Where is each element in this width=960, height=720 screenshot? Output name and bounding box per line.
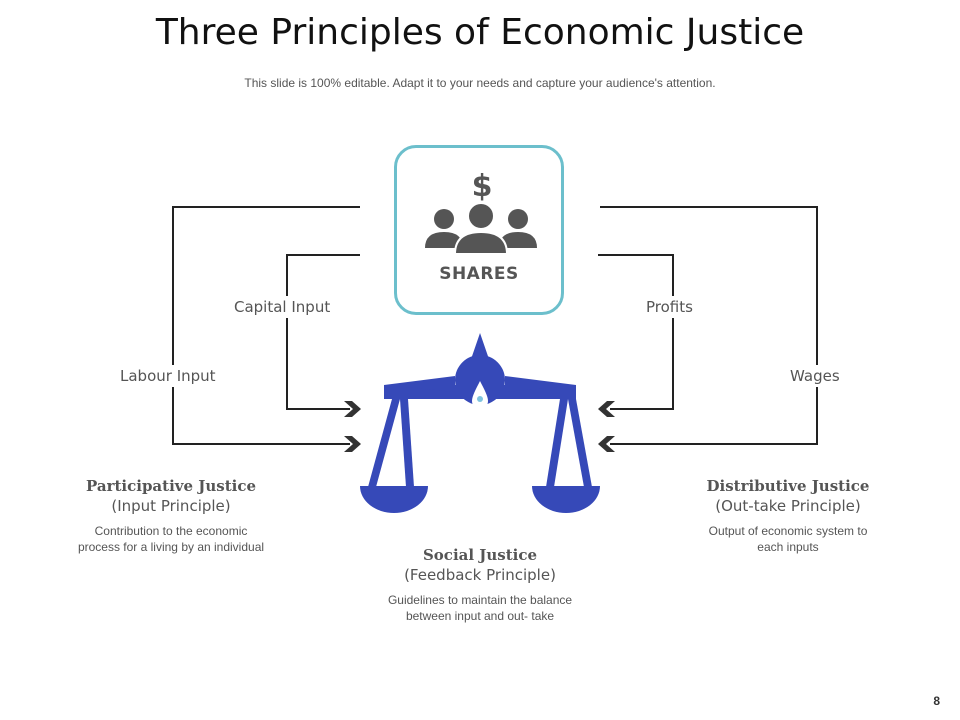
profits-label: Profits	[640, 296, 699, 318]
connector-wages	[600, 206, 818, 445]
social-justice-subtitle: (Feedback Principle)	[404, 566, 556, 584]
drop-dot	[477, 396, 483, 402]
connector-labour-input	[172, 206, 360, 445]
participative-justice-description: Contribution to the economic process for…	[77, 524, 265, 554]
distributive-justice-title: Distributive Justice	[706, 477, 870, 495]
labour-input-label: Labour Input	[114, 365, 222, 387]
chevron-right-icon	[344, 436, 361, 452]
shares-label: SHARES	[439, 264, 519, 284]
slide-title: Three Principles of Economic Justice	[155, 12, 805, 53]
chevron-left-icon	[598, 401, 615, 417]
drop-icon	[472, 381, 488, 409]
people-dollar-icon: $	[425, 169, 537, 255]
connector-capital-input	[286, 254, 360, 410]
balance-scale-icon	[360, 333, 600, 513]
page-number: 8	[933, 694, 940, 708]
participative-justice-title: Participative Justice	[85, 477, 257, 495]
shares-box: $ SHARES	[394, 145, 564, 315]
svg-text:$: $	[472, 169, 493, 204]
slide-subtitle: This slide is 100% editable. Adapt it to…	[244, 76, 716, 90]
participative-justice-block: Participative Justice (Input Principle) …	[56, 477, 286, 555]
wages-label: Wages	[784, 365, 846, 387]
social-justice-block: Social Justice (Feedback Principle) Guid…	[365, 546, 595, 624]
distributive-justice-block: Distributive Justice (Out-take Principle…	[673, 477, 903, 555]
participative-justice-subtitle: (Input Principle)	[111, 497, 231, 515]
chevron-left-icon	[598, 436, 615, 452]
connector-profits	[598, 254, 674, 410]
distributive-justice-description: Output of economic system to each inputs	[708, 524, 868, 554]
social-justice-description: Guidelines to maintain the balance betwe…	[387, 593, 573, 623]
capital-input-label: Capital Input	[228, 296, 337, 318]
distributive-justice-subtitle: (Out-take Principle)	[715, 497, 861, 515]
chevron-right-icon	[344, 401, 361, 417]
social-justice-title: Social Justice	[422, 546, 538, 564]
